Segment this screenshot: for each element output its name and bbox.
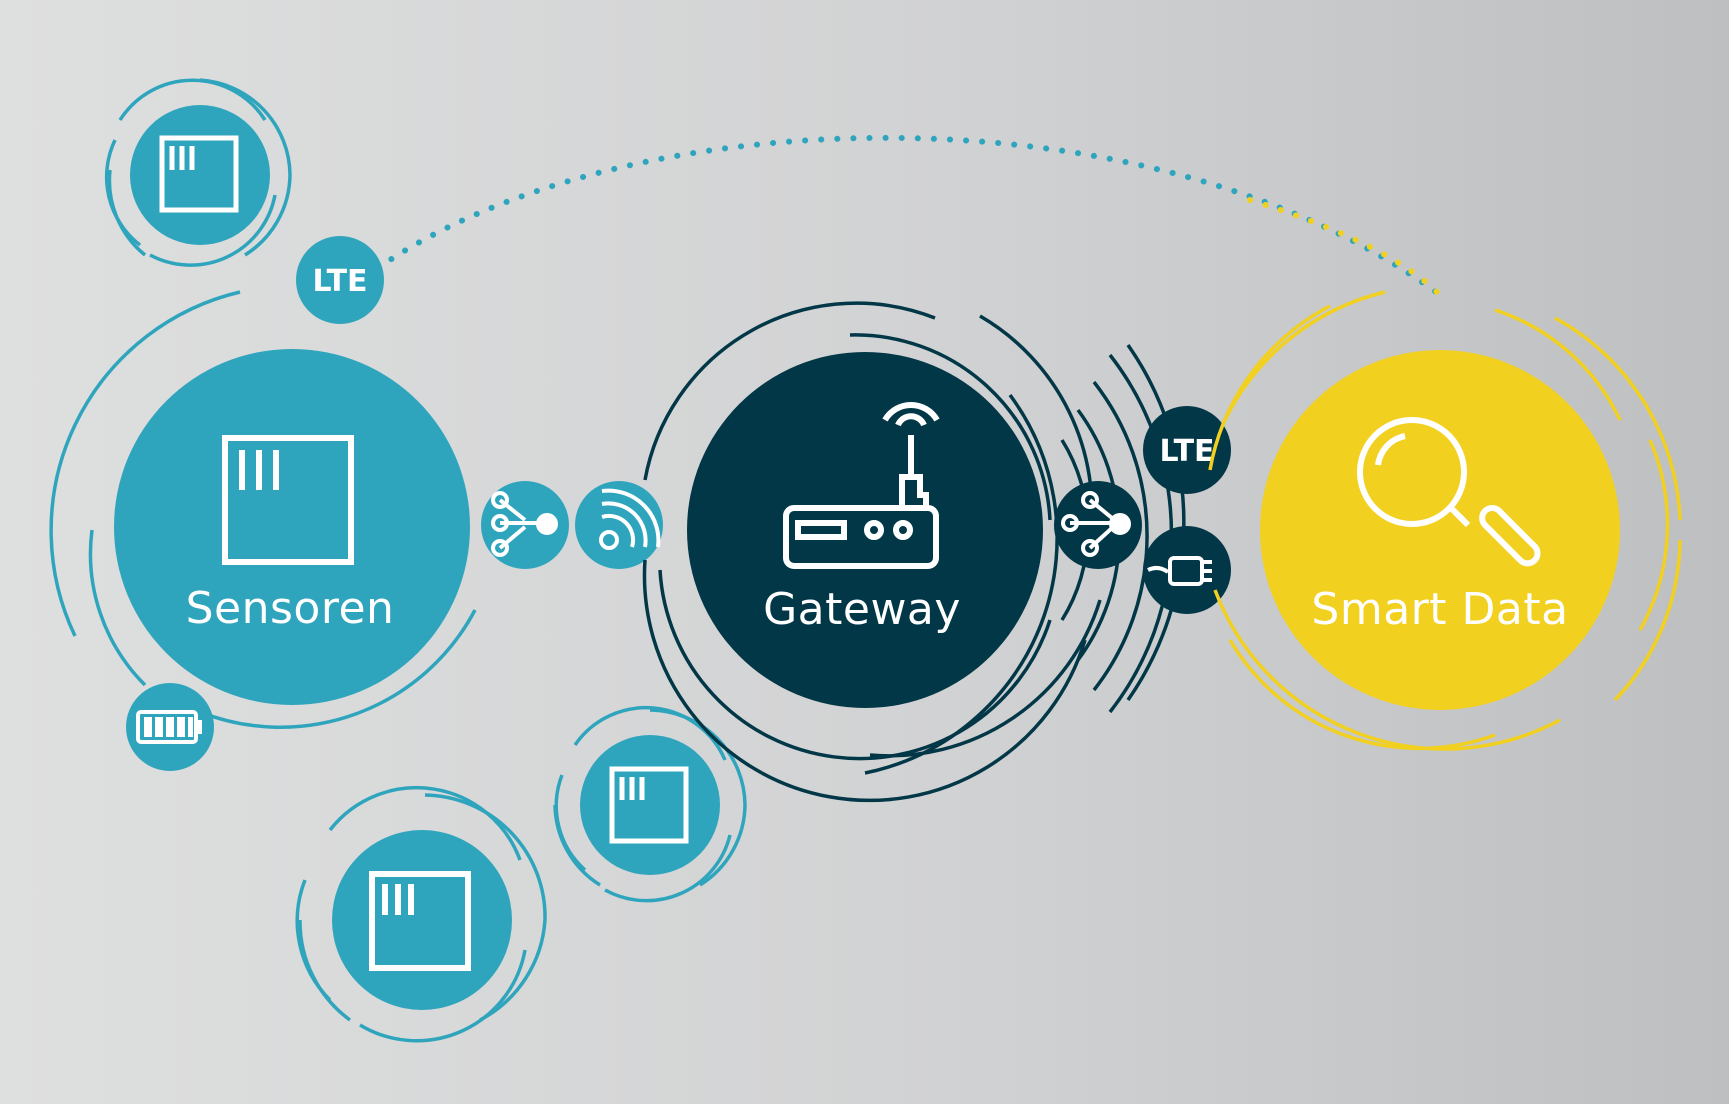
router-icon	[783, 401, 940, 569]
sensor-box-icon	[609, 766, 689, 844]
sensors-node: Sensoren	[114, 349, 470, 705]
wireless-badge-sensors	[575, 481, 663, 569]
sensor-box-icon	[222, 435, 354, 565]
share-icon	[491, 491, 558, 557]
sensors-rings	[49, 290, 477, 729]
lte-badge-gateway-label: LTE	[1159, 434, 1214, 469]
share-badge-sensors	[481, 481, 569, 569]
cable-plug-icon	[1147, 556, 1212, 586]
sensor-box-icon	[159, 135, 239, 213]
magnifier-icon	[1357, 417, 1541, 567]
smart-data-rings	[1208, 290, 1682, 751]
gateway-label: Gateway	[763, 584, 961, 635]
satellite-sensor-top-left	[104, 78, 292, 267]
share-icon	[1061, 491, 1131, 557]
lte-badge-top-label: LTE	[312, 264, 367, 299]
battery-badge	[126, 683, 214, 771]
lte-badge-gateway: LTE	[1143, 406, 1231, 494]
wireless-signal-icon	[599, 488, 661, 550]
lte-badge-top: LTE	[296, 236, 384, 324]
sensors-label: Sensoren	[186, 583, 395, 634]
sensor-box-icon	[369, 871, 471, 971]
smart-data-node: Smart Data	[1260, 350, 1620, 710]
gateway-node: Gateway	[687, 352, 1043, 708]
smart-data-label: Smart Data	[1311, 584, 1568, 635]
lte-connection-dotted-arc-end	[1247, 197, 1443, 298]
lte-connection-dotted-arc	[375, 134, 1443, 298]
cable-badge-gateway	[1143, 526, 1231, 614]
satellite-sensor-middle	[553, 705, 747, 903]
share-badge-gateway	[1054, 481, 1142, 569]
battery-icon	[136, 710, 202, 744]
satellite-sensor-bottom	[295, 786, 547, 1043]
